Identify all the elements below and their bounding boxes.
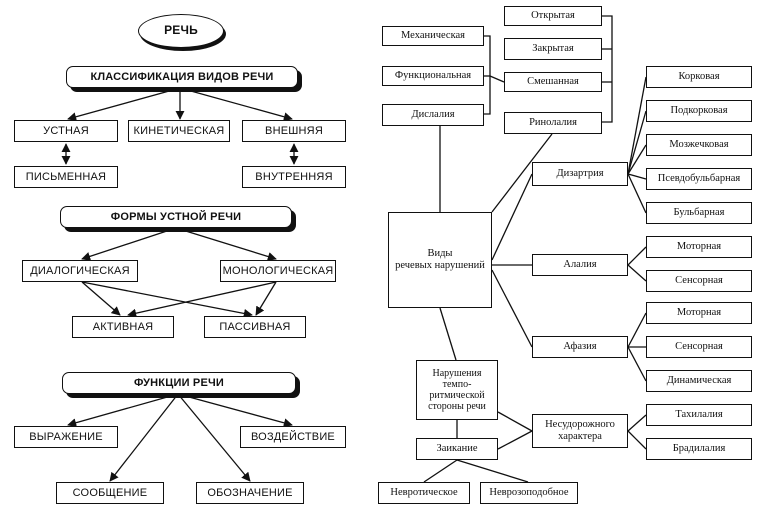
- dialogic-box: ДИАЛОГИЧЕСКАЯ: [22, 260, 138, 282]
- mixed-rhinolalia-box: Смешанная: [504, 72, 602, 92]
- bradylalia-box: Брадилалия: [646, 438, 752, 460]
- connector-dialogic-passive: [81, 281, 253, 318]
- connector-classification-external: [179, 87, 293, 122]
- functional-dyslalia-box: Функциональная: [382, 66, 484, 86]
- closed-rhinolalia-box: Закрытая: [504, 38, 602, 60]
- connector-classification-oral: [67, 87, 181, 122]
- connector-alalia-type-0: [627, 246, 647, 266]
- connector-functions-message: [109, 393, 179, 482]
- cerebellar-dysarthria-box: Мозжечковая: [646, 134, 752, 156]
- connector-dyslalia-rhinolalia: [489, 75, 505, 83]
- bracket-rhinolalia: [602, 15, 613, 123]
- connector-monologic-passive: [255, 281, 277, 316]
- functions-title: ФУНКЦИИ РЕЧИ: [62, 372, 296, 394]
- tempo-rhythm-disorders-box: Нарушения темпо- ритмической стороны реч…: [416, 360, 498, 420]
- dyslalia-box: Дислалия: [382, 104, 484, 126]
- connector-stutter-neurosis-like: [456, 459, 529, 483]
- connector-alalia-type-1: [627, 264, 647, 282]
- connector-dysarthria-type-3: [627, 173, 647, 180]
- connector-functions-expression: [67, 393, 179, 428]
- cortical-dysarthria-box: Корковая: [646, 66, 752, 88]
- neurotic-stuttering-box: Невротическое: [378, 482, 470, 504]
- connector-nonconvulsive-tachylalia: [627, 414, 647, 432]
- motor-aphasia-box: Моторная: [646, 302, 752, 324]
- classification-title: КЛАССИФИКАЦИЯ ВИДОВ РЕЧИ: [66, 66, 298, 88]
- connector-stutter-neurotic: [423, 459, 458, 483]
- stuttering-box: Заикание: [416, 438, 498, 460]
- connector-functions-influence: [177, 393, 293, 428]
- connector-center-dysarthria: [491, 173, 533, 261]
- connector-dialogic-active: [81, 281, 121, 316]
- connector-aphasia-type-0: [627, 312, 647, 348]
- oral-speech-box: УСТНАЯ: [14, 120, 118, 142]
- speech-root-oval: РЕЧЬ: [138, 14, 224, 48]
- dynamic-aphasia-box: Динамическая: [646, 370, 752, 392]
- open-rhinolalia-box: Открытая: [504, 6, 602, 26]
- connector-stutter-nonconvulsive: [497, 430, 533, 450]
- connector-monologic-active: [127, 281, 277, 318]
- oral-forms-title: ФОРМЫ УСТНОЙ РЕЧИ: [60, 206, 292, 228]
- connector-functions-designation: [177, 393, 251, 482]
- bracket-dyslalia: [484, 35, 491, 115]
- message-box: СООБЩЕНИЕ: [56, 482, 164, 504]
- alalia-box: Алалия: [532, 254, 628, 276]
- connector-forms-monologic: [175, 227, 277, 261]
- connector-tempo-nonconvulsive: [497, 411, 533, 432]
- connector-aphasia-type-2: [627, 346, 647, 382]
- motor-alalia-box: Моторная: [646, 236, 752, 258]
- subcortical-dysarthria-box: Подкорковая: [646, 100, 752, 122]
- monologic-box: МОНОЛОГИЧЕСКАЯ: [220, 260, 336, 282]
- expression-box: ВЫРАЖЕНИЕ: [14, 426, 118, 448]
- tachylalia-box: Тахилалия: [646, 404, 752, 426]
- active-box: АКТИВНАЯ: [72, 316, 174, 338]
- connector-nonconvulsive-bradylalia: [627, 430, 647, 450]
- external-speech-box: ВНЕШНЯЯ: [242, 120, 346, 142]
- connector-dysarthria-type-2: [627, 144, 647, 175]
- pseudobulbar-dysarthria-box: Псевдобульбарная: [646, 168, 752, 190]
- kinetic-speech-box: КИНЕТИЧЕСКАЯ: [128, 120, 230, 142]
- sensory-aphasia-box: Сенсорная: [646, 336, 752, 358]
- speech-disorders-center-box: Виды речевых нарушений: [388, 212, 492, 308]
- connector-forms-dialogic: [81, 227, 177, 261]
- aphasia-box: Афазия: [532, 336, 628, 358]
- nonconvulsive-box: Несудорожного характера: [532, 414, 628, 448]
- neurosis-like-stuttering-box: Неврозоподобное: [480, 482, 578, 504]
- written-speech-box: ПИСЬМЕННАЯ: [14, 166, 118, 188]
- connector-dysarthria-type-0: [627, 76, 647, 175]
- connector-dysarthria-type-4: [627, 173, 647, 214]
- connector-center-rhinolalia: [491, 133, 553, 213]
- internal-speech-box: ВНУТРЕННЯЯ: [242, 166, 346, 188]
- mechanical-dyslalia-box: Механическая: [382, 26, 484, 46]
- designation-box: ОБОЗНАЧЕНИЕ: [196, 482, 304, 504]
- influence-box: ВОЗДЕЙСТВИЕ: [240, 426, 346, 448]
- bulbar-dysarthria-box: Бульбарная: [646, 202, 752, 224]
- connector-center-aphasia: [491, 269, 533, 348]
- rhinolalia-box: Ринолалия: [504, 112, 602, 134]
- sensory-alalia-box: Сенсорная: [646, 270, 752, 292]
- connector-center-tempo: [439, 307, 457, 361]
- passive-box: ПАССИВНАЯ: [204, 316, 306, 338]
- dysarthria-box: Дизартрия: [532, 162, 628, 186]
- connector-dysarthria-type-1: [627, 110, 647, 175]
